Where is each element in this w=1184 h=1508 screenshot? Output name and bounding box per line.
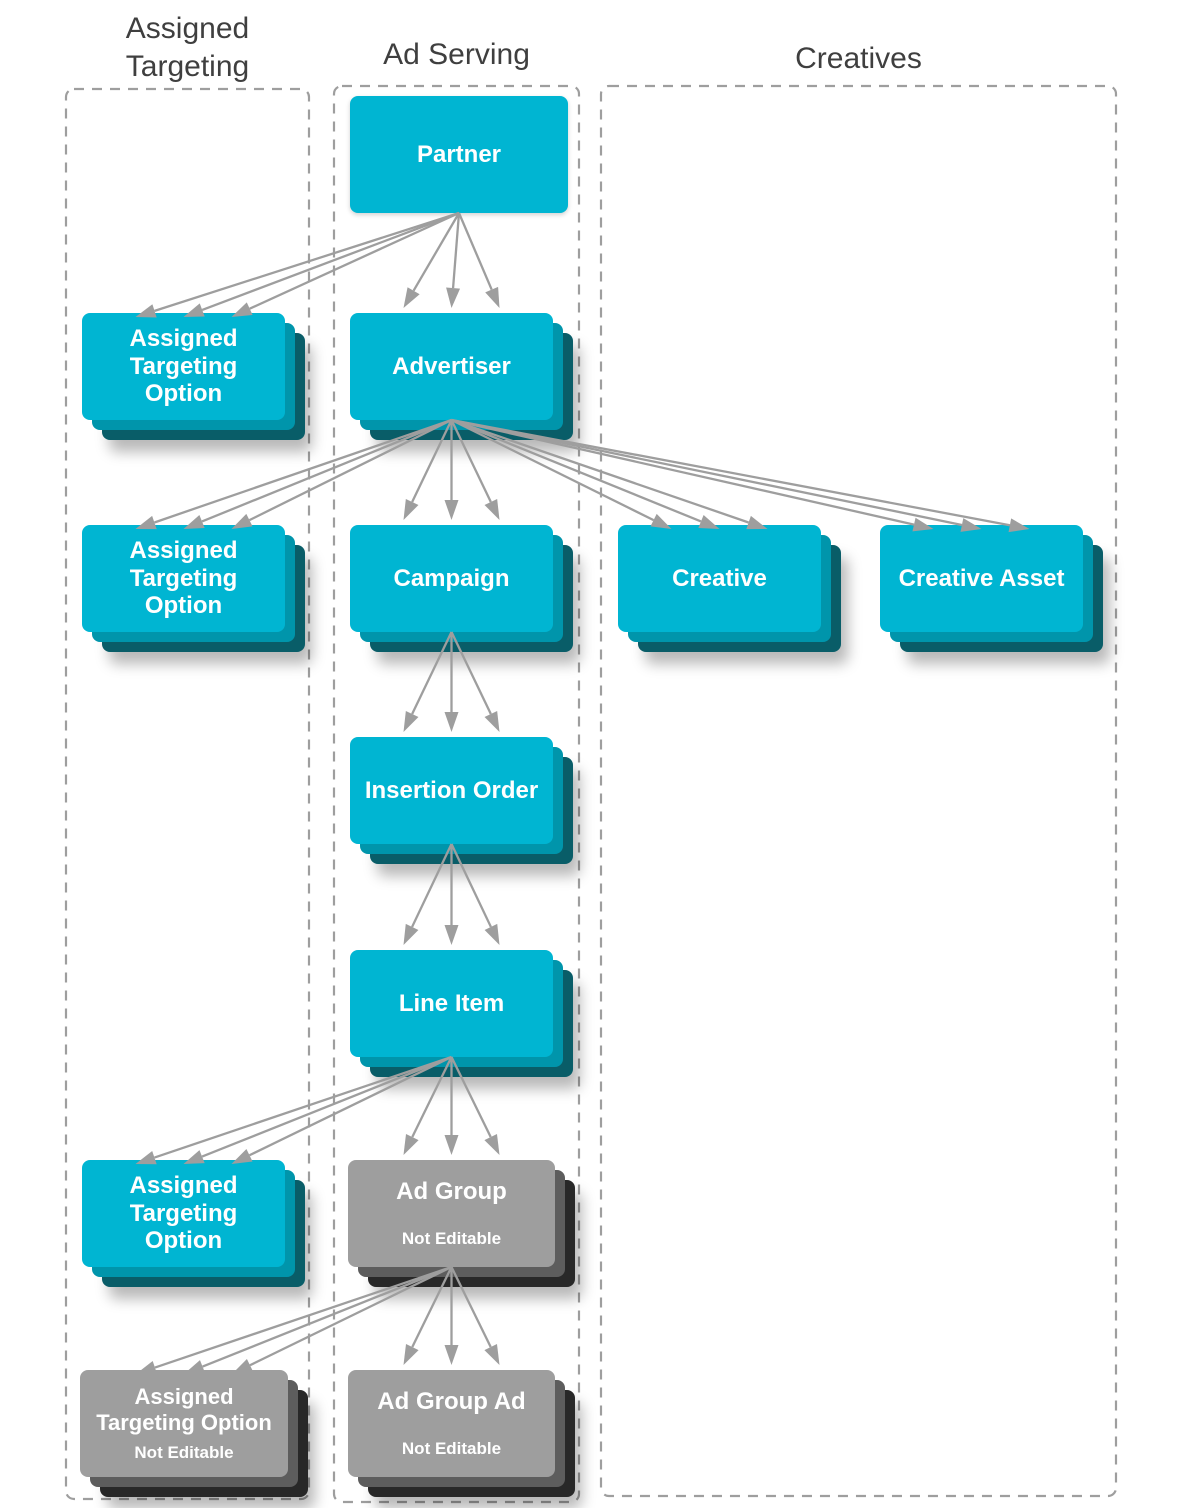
arrow-line [201, 211, 460, 312]
arrow-line [412, 212, 460, 292]
arrowhead-icon [446, 287, 461, 308]
arrow-line [411, 1266, 453, 1348]
arrow-line [451, 212, 461, 289]
arrowhead-icon [484, 710, 500, 732]
arrowhead-icon [484, 498, 500, 520]
arrowhead-icon [403, 287, 420, 308]
node-sublabel: Not Editable [134, 1442, 234, 1462]
arrow-line [249, 1265, 453, 1367]
node-campaign: Campaign [350, 525, 553, 632]
arrow-line [451, 418, 749, 524]
arrow-line [450, 418, 655, 522]
arrow-group-advertiser-to-creative [450, 418, 768, 530]
node-label: Insertion Order [364, 776, 539, 804]
arrowhead-icon [444, 500, 459, 520]
node-label: Campaign [393, 564, 510, 592]
node-sublabel: Not Editable [401, 1229, 502, 1249]
arrow-line [201, 418, 452, 523]
node-ad-group-ad: Ad Group Ad Not Editable [348, 1370, 555, 1477]
arrow-group-line-item-to-ad-group [403, 1056, 500, 1155]
column-border-assigned-targeting [64, 87, 311, 1501]
arrowhead-icon [484, 1343, 500, 1365]
node-label: Creative [672, 564, 767, 592]
arrow-group-campaign-to-insertion-order [403, 631, 500, 732]
arrowhead-icon [444, 1345, 459, 1365]
arrow-group-partner-to-ato1 [135, 211, 460, 318]
arrow-group-advertiser-to-campaign [403, 419, 500, 520]
node-partner: Partner [350, 96, 568, 213]
arrow-line [451, 418, 702, 523]
arrow-line [411, 1056, 453, 1138]
arrow-group-advertiser-to-ato2 [135, 418, 453, 530]
node-label: Advertiser [392, 352, 511, 380]
arrow-group-advertiser-to-creative-asset [451, 418, 1030, 533]
node-label: Creative Asset [898, 564, 1065, 592]
arrow-line [154, 211, 460, 312]
node-label: Assigned Targeting Option [129, 537, 238, 620]
node-label: Assigned Targeting Option [129, 325, 238, 408]
arrowhead-icon [403, 710, 419, 732]
arrow-line [450, 419, 492, 503]
arrow-line [450, 843, 492, 928]
arrow-line [154, 1265, 452, 1369]
column-header-ad-serving: Ad Serving [383, 38, 530, 71]
node-advertiser: Advertiser [350, 313, 553, 420]
arrowhead-icon [403, 1133, 419, 1155]
arrow-line [411, 419, 453, 503]
arrow-line [248, 418, 453, 522]
column-header-assigned-targeting: Assigned Targeting [125, 12, 250, 84]
arrow-line [248, 1055, 453, 1157]
arrow-line [202, 1265, 452, 1368]
node-label: Assigned Targeting Option [129, 1172, 238, 1255]
arrow-line [450, 1056, 492, 1138]
node-creative-asset: Creative Asset [880, 525, 1083, 632]
node-insertion-order: Insertion Order [350, 737, 553, 844]
arrowhead-icon [403, 498, 419, 520]
arrowhead-icon [444, 1135, 459, 1155]
arrow-group-ad-group-to-ad-group-ad [403, 1266, 500, 1365]
arrow-line [249, 211, 460, 310]
arrow-line [451, 418, 1011, 527]
node-label: Line Item [398, 989, 505, 1017]
node-label: Ad Group [396, 1177, 507, 1205]
arrowhead-icon [444, 925, 459, 945]
column-border-creatives [599, 84, 1118, 1498]
node-ato3: Assigned Targeting Option [82, 1160, 285, 1267]
arrowhead-icon [444, 712, 459, 732]
arrow-line [154, 418, 452, 524]
arrow-line [450, 631, 492, 715]
arrowhead-icon [485, 286, 500, 308]
arrow-group-partner-to-advertiser [403, 212, 500, 308]
arrow-line [457, 212, 493, 291]
arrow-line [411, 631, 453, 715]
arrow-group-ad-group-to-ato-ne [136, 1265, 453, 1375]
arrow-group-insertion-order-to-line-item [403, 843, 500, 945]
node-label: Ad Group Ad [377, 1387, 526, 1415]
arrowhead-icon [403, 1343, 419, 1365]
arrow-group-line-item-to-ato3 [135, 1055, 453, 1165]
arrow-line [451, 418, 915, 526]
arrowhead-icon [484, 1133, 500, 1155]
node-ato2: Assigned Targeting Option [82, 525, 285, 632]
node-label: Assigned Targeting Option [96, 1384, 272, 1435]
node-creative: Creative [618, 525, 821, 632]
node-sublabel: Not Editable [401, 1439, 502, 1459]
arrowhead-icon [484, 923, 500, 945]
node-line-item: Line Item [350, 950, 553, 1057]
column-header-creatives: Creatives [795, 42, 922, 75]
node-label: Partner [416, 140, 502, 168]
arrow-line [450, 1266, 492, 1348]
arrow-line [154, 1055, 452, 1159]
arrow-line [451, 418, 963, 527]
arrowhead-icon [403, 923, 419, 945]
node-ato1: Assigned Targeting Option [82, 313, 285, 420]
arrow-line [411, 843, 453, 928]
arrow-line [201, 1055, 452, 1158]
